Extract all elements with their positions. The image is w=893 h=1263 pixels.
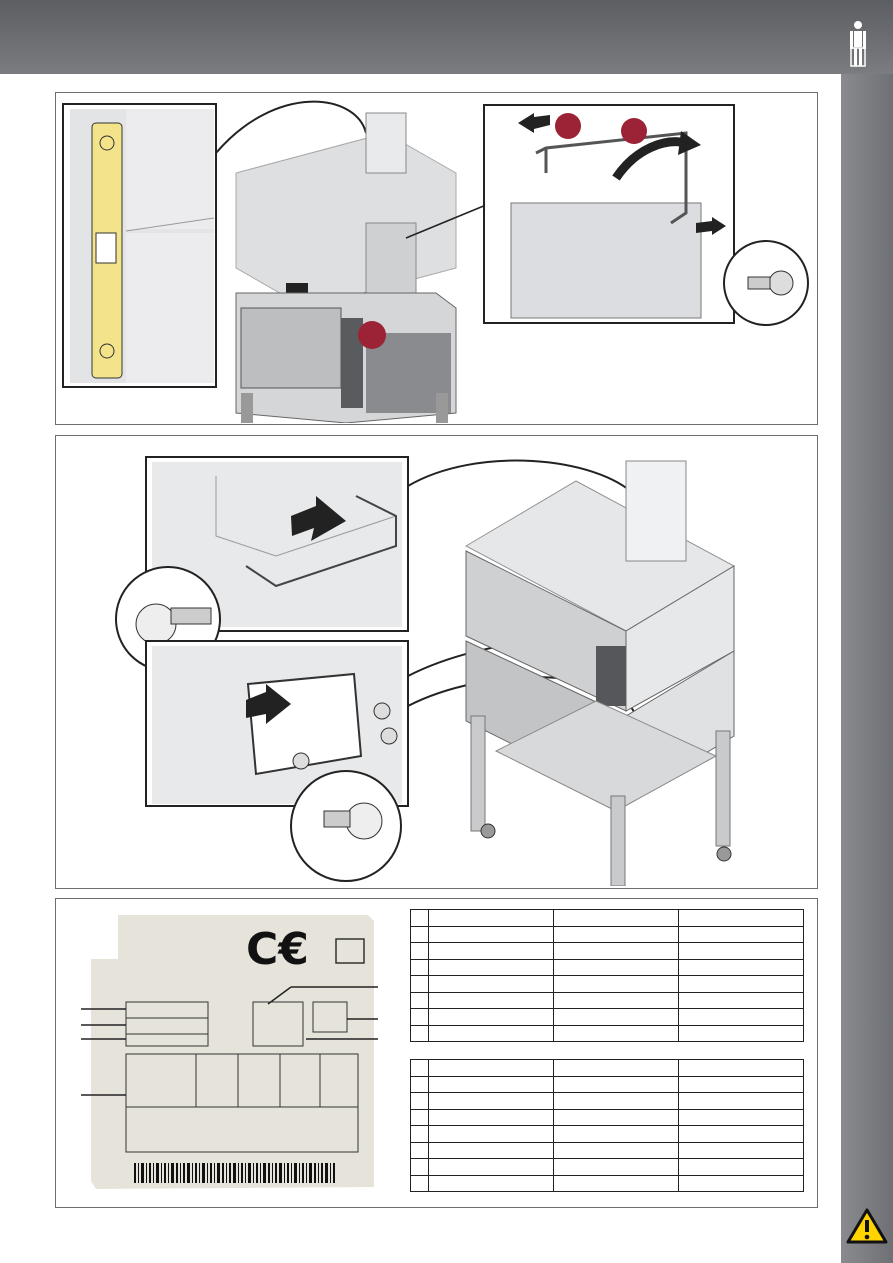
table-row [410, 1174, 804, 1192]
step-marker-3 [358, 321, 386, 349]
mounting-illustration [115, 456, 736, 887]
table-row [410, 1092, 804, 1110]
table-row [410, 958, 804, 976]
table-row [410, 909, 804, 927]
ce-mark: C€ [246, 924, 309, 975]
step-marker-2 [621, 118, 647, 144]
table-row [410, 1059, 804, 1077]
rating-table-bottom [410, 1059, 804, 1192]
table-row [410, 1008, 804, 1026]
panel-rating-plate: C€ [55, 898, 818, 1208]
table-row [410, 1125, 804, 1143]
table-row [410, 942, 804, 960]
table-row [410, 1024, 804, 1042]
table-row [410, 975, 804, 993]
table-row [410, 1141, 804, 1159]
barcode [134, 1163, 335, 1183]
step-marker-1 [555, 113, 581, 139]
rating-plate-illustration: C€ [81, 915, 378, 1189]
warning-triangle-icon [846, 1208, 888, 1244]
table-row [410, 991, 804, 1009]
panel-mounting [55, 435, 818, 889]
stacking-illustration [62, 100, 809, 424]
table-row [410, 925, 804, 943]
table-row [410, 1108, 804, 1126]
side-bar [841, 74, 893, 1263]
table-row [410, 1075, 804, 1093]
header-bar [0, 0, 893, 74]
rating-table-top [410, 909, 804, 1042]
panel-stacking [55, 92, 818, 425]
one-person-icon [850, 21, 866, 67]
table-row [410, 1158, 804, 1176]
